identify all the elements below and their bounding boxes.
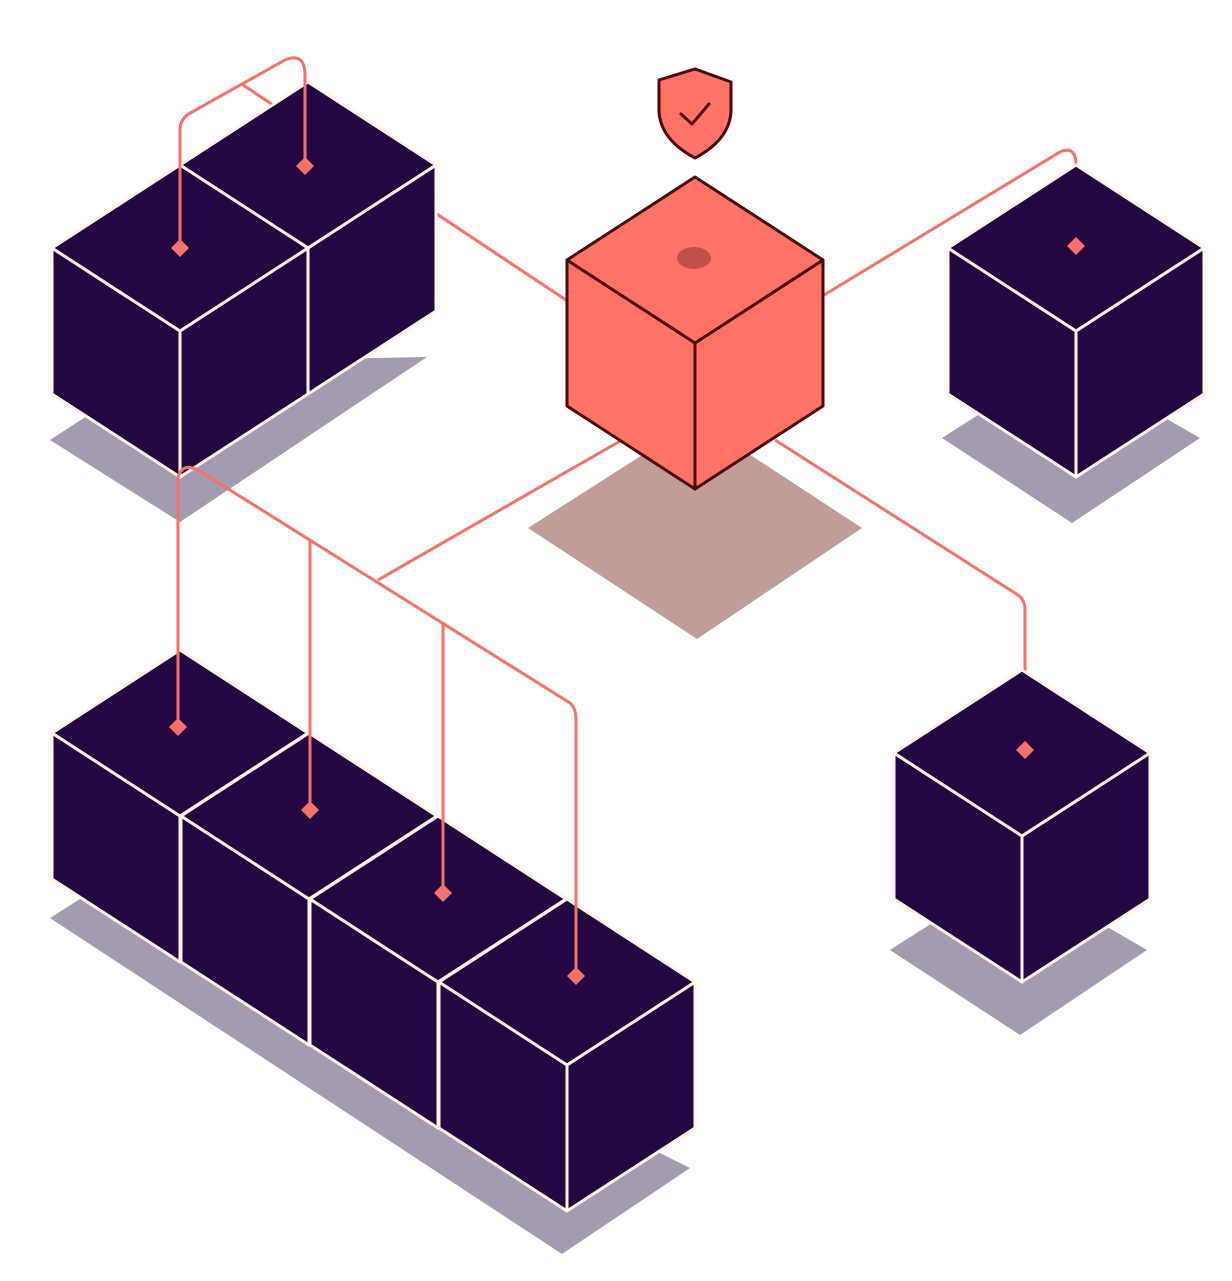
accent-cube-port	[677, 247, 711, 269]
cube-top-face	[437, 897, 697, 1067]
connector-node-diamond	[434, 884, 452, 902]
connectors-front	[169, 56, 1085, 985]
connector-node-diamond	[1067, 237, 1085, 255]
accent-cube	[565, 175, 825, 491]
connector-node-diamond	[296, 157, 314, 175]
connector-node-diamond	[301, 801, 319, 819]
connector-line	[178, 56, 307, 248]
connector-node-diamond	[169, 718, 187, 736]
connector-line	[377, 438, 623, 582]
connector-line	[774, 438, 1027, 750]
connector-node-diamond	[567, 967, 585, 985]
connector-node-diamond	[171, 239, 189, 257]
connector-line	[176, 465, 578, 976]
connector-node-diamond	[1016, 741, 1034, 759]
cube-row-4	[437, 897, 697, 1213]
accent-cube-shadow	[528, 420, 862, 639]
cubes	[50, 80, 1206, 1213]
shield-check-icon	[657, 67, 733, 160]
